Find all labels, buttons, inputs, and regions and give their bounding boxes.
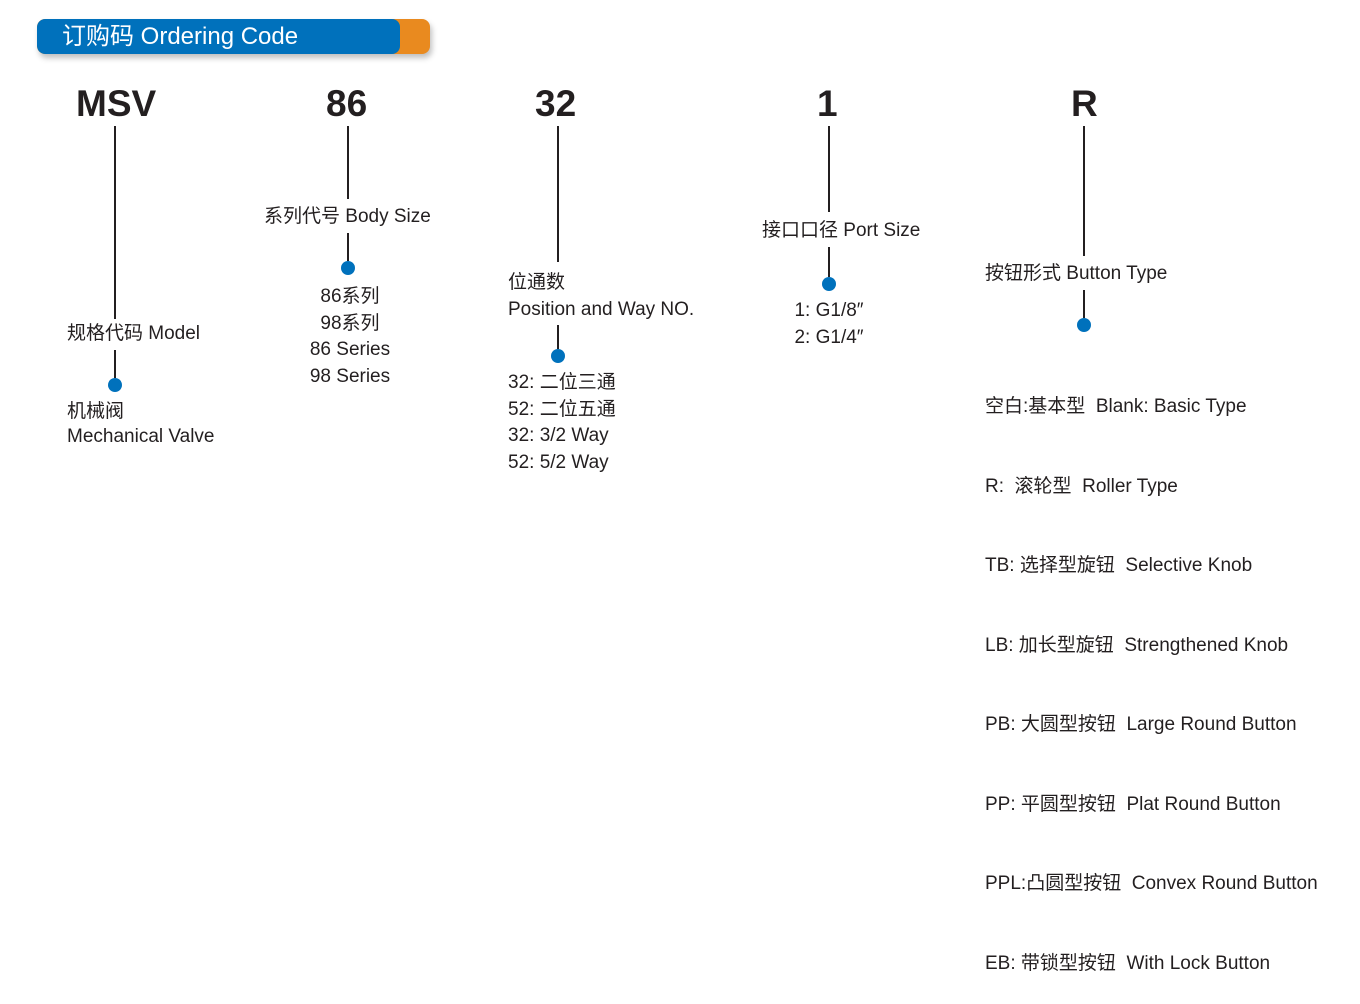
option-button-type: TB: 选择型旋钮 Selective Knob xyxy=(985,555,1253,576)
label-position-way-en: Position and Way NO. xyxy=(508,299,695,320)
dot-button-type xyxy=(1077,318,1091,332)
options-position-way: 32: 二位三通 52: 二位五通 32: 3/2 Way 52: 5/2 Wa… xyxy=(508,370,616,476)
option-button-type: R: 滚轮型 Roller Type xyxy=(985,475,1178,497)
option-button-type: LB: 加长型旋钮 Strengthened Knob xyxy=(985,634,1289,656)
option-position-way: 52: 5/2 Way xyxy=(508,451,609,473)
option-model-en: Mechanical Valve xyxy=(67,426,215,447)
label-body-size: 系列代号 Body Size xyxy=(264,206,431,227)
connector-line-button-type-top xyxy=(1083,126,1085,256)
dot-position-way xyxy=(551,349,565,363)
option-button-type: 空白:基本型 Blank: Basic Type xyxy=(985,396,1247,417)
option-model-cn: 机械阀 xyxy=(67,401,125,422)
option-button-type: PPL:凸圆型按钮 Convex Round Button xyxy=(985,873,1318,894)
connector-line-model-bottom xyxy=(114,350,116,378)
options-body-size: 86系列 98系列 86 Series 98 Series xyxy=(290,284,410,390)
code-port-size: 1 xyxy=(817,83,838,124)
label-position-way-cn: 位通数 xyxy=(508,272,566,293)
code-position-way: 32 xyxy=(535,83,577,124)
connector-line-port-size-top xyxy=(828,126,830,212)
code-body-size: 86 xyxy=(326,83,368,124)
option-button-type: PP: 平圆型按钮 Plat Round Button xyxy=(985,793,1281,815)
option-port-size: 1: G1/8″ xyxy=(794,300,864,321)
option-body-size: 98系列 xyxy=(320,312,380,334)
label-button-type: 按钮形式 Button Type xyxy=(985,263,1168,284)
option-position-way: 52: 二位五通 xyxy=(508,398,616,420)
section-header: 订购码 Ordering Code xyxy=(37,19,430,54)
option-body-size: 86 Series xyxy=(309,339,391,360)
options-model: 机械阀 Mechanical Valve xyxy=(67,399,215,449)
connector-line-button-type-bottom xyxy=(1083,290,1085,318)
connector-line-body-size-bottom xyxy=(347,233,349,261)
option-port-size: 2: G1/4″ xyxy=(794,326,864,348)
option-position-way: 32: 3/2 Way xyxy=(508,425,609,446)
options-button-type: 空白:基本型 Blank: Basic Type R: 滚轮型 Roller T… xyxy=(985,341,1318,1004)
dot-body-size xyxy=(341,261,355,275)
connector-line-position-way-top xyxy=(557,126,559,262)
code-button-type: R xyxy=(1071,83,1098,124)
section-title: 订购码 Ordering Code xyxy=(62,23,299,50)
section-header-blue-band xyxy=(37,19,400,54)
dot-model xyxy=(108,378,122,392)
options-port-size: 1: G1/8″ 2: G1/4″ xyxy=(770,298,888,351)
option-button-type: PB: 大圆型按钮 Large Round Button xyxy=(985,714,1297,735)
label-model: 规格代码 Model xyxy=(67,323,201,344)
option-body-size: 98 Series xyxy=(309,365,391,387)
option-button-type: EB: 带锁型按钮 With Lock Button xyxy=(985,952,1271,974)
connector-line-port-size-bottom xyxy=(828,247,830,277)
option-body-size: 86系列 xyxy=(320,286,380,307)
option-position-way: 32: 二位三通 xyxy=(508,372,616,393)
dot-port-size xyxy=(822,277,836,291)
code-model: MSV xyxy=(76,83,157,124)
connector-line-body-size-top xyxy=(347,126,349,199)
label-port-size: 接口口径 Port Size xyxy=(762,220,921,241)
connector-line-position-way-bottom xyxy=(557,325,559,349)
connector-line-model-top xyxy=(114,126,116,319)
